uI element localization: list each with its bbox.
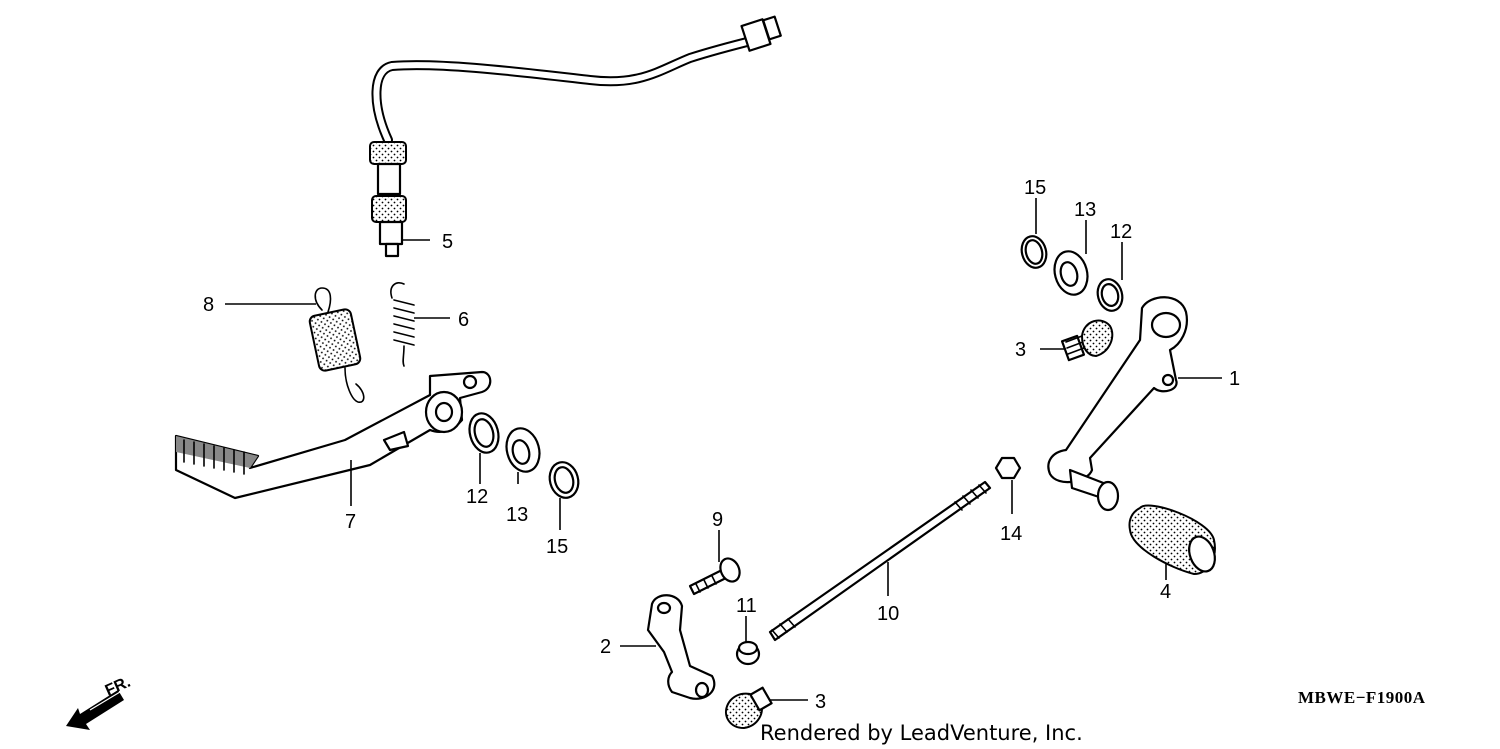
circlip-part-15-right: [1020, 198, 1048, 269]
callout-15-right: 15: [1024, 177, 1046, 199]
callout-7: 7: [345, 511, 356, 533]
ball-joint-part-3-lower: [725, 686, 808, 730]
gearshift-pedal-part-1: [1047, 296, 1222, 512]
washer-part-12-right: [1096, 242, 1124, 312]
callout-6: 6: [458, 309, 469, 331]
direction-label: FR.: [103, 674, 133, 700]
callout-12-right: 12: [1110, 221, 1132, 243]
diagram-reference-code: MBWE−F1900A: [1298, 688, 1426, 707]
callout-11: 11: [736, 595, 757, 617]
washer-part-12-left: [468, 412, 500, 484]
callout-2: 2: [600, 636, 611, 658]
front-direction-arrow: FR.: [66, 674, 133, 730]
callout-5: 5: [442, 231, 453, 253]
callout-12-left: 12: [466, 486, 488, 508]
spring-part-8: [225, 287, 365, 403]
bolt-part-9: [688, 530, 741, 596]
spring-part-6: [390, 282, 450, 367]
tie-rod-part-10: [768, 480, 992, 642]
callout-1: 1: [1229, 368, 1240, 390]
callout-9: 9: [712, 509, 723, 531]
circlip-part-15-left: [548, 461, 580, 530]
washer-part-13-left: [505, 427, 541, 484]
callout-15-left: 15: [546, 536, 568, 558]
rubber-part-4: [1128, 504, 1216, 580]
callout-14: 14: [1000, 523, 1022, 545]
callout-10: 10: [877, 603, 899, 625]
callout-8: 8: [203, 294, 214, 316]
render-credit: Rendered by LeadVenture, Inc.: [760, 721, 1083, 745]
stop-switch-part-5: [369, 15, 782, 258]
callout-13-left: 13: [506, 504, 528, 526]
shift-arm-part-2: [620, 594, 716, 700]
brake-pedal-part-7: [174, 370, 492, 506]
ball-joint-part-3-upper: [1040, 319, 1114, 362]
callout-3-lower: 3: [815, 691, 826, 713]
nut-part-14: [994, 456, 1022, 514]
callout-4: 4: [1160, 581, 1171, 603]
callout-3-upper: 3: [1015, 339, 1026, 361]
nut-part-11: [735, 616, 761, 666]
washer-part-13-right: [1053, 220, 1089, 296]
callout-13-right: 13: [1074, 199, 1096, 221]
